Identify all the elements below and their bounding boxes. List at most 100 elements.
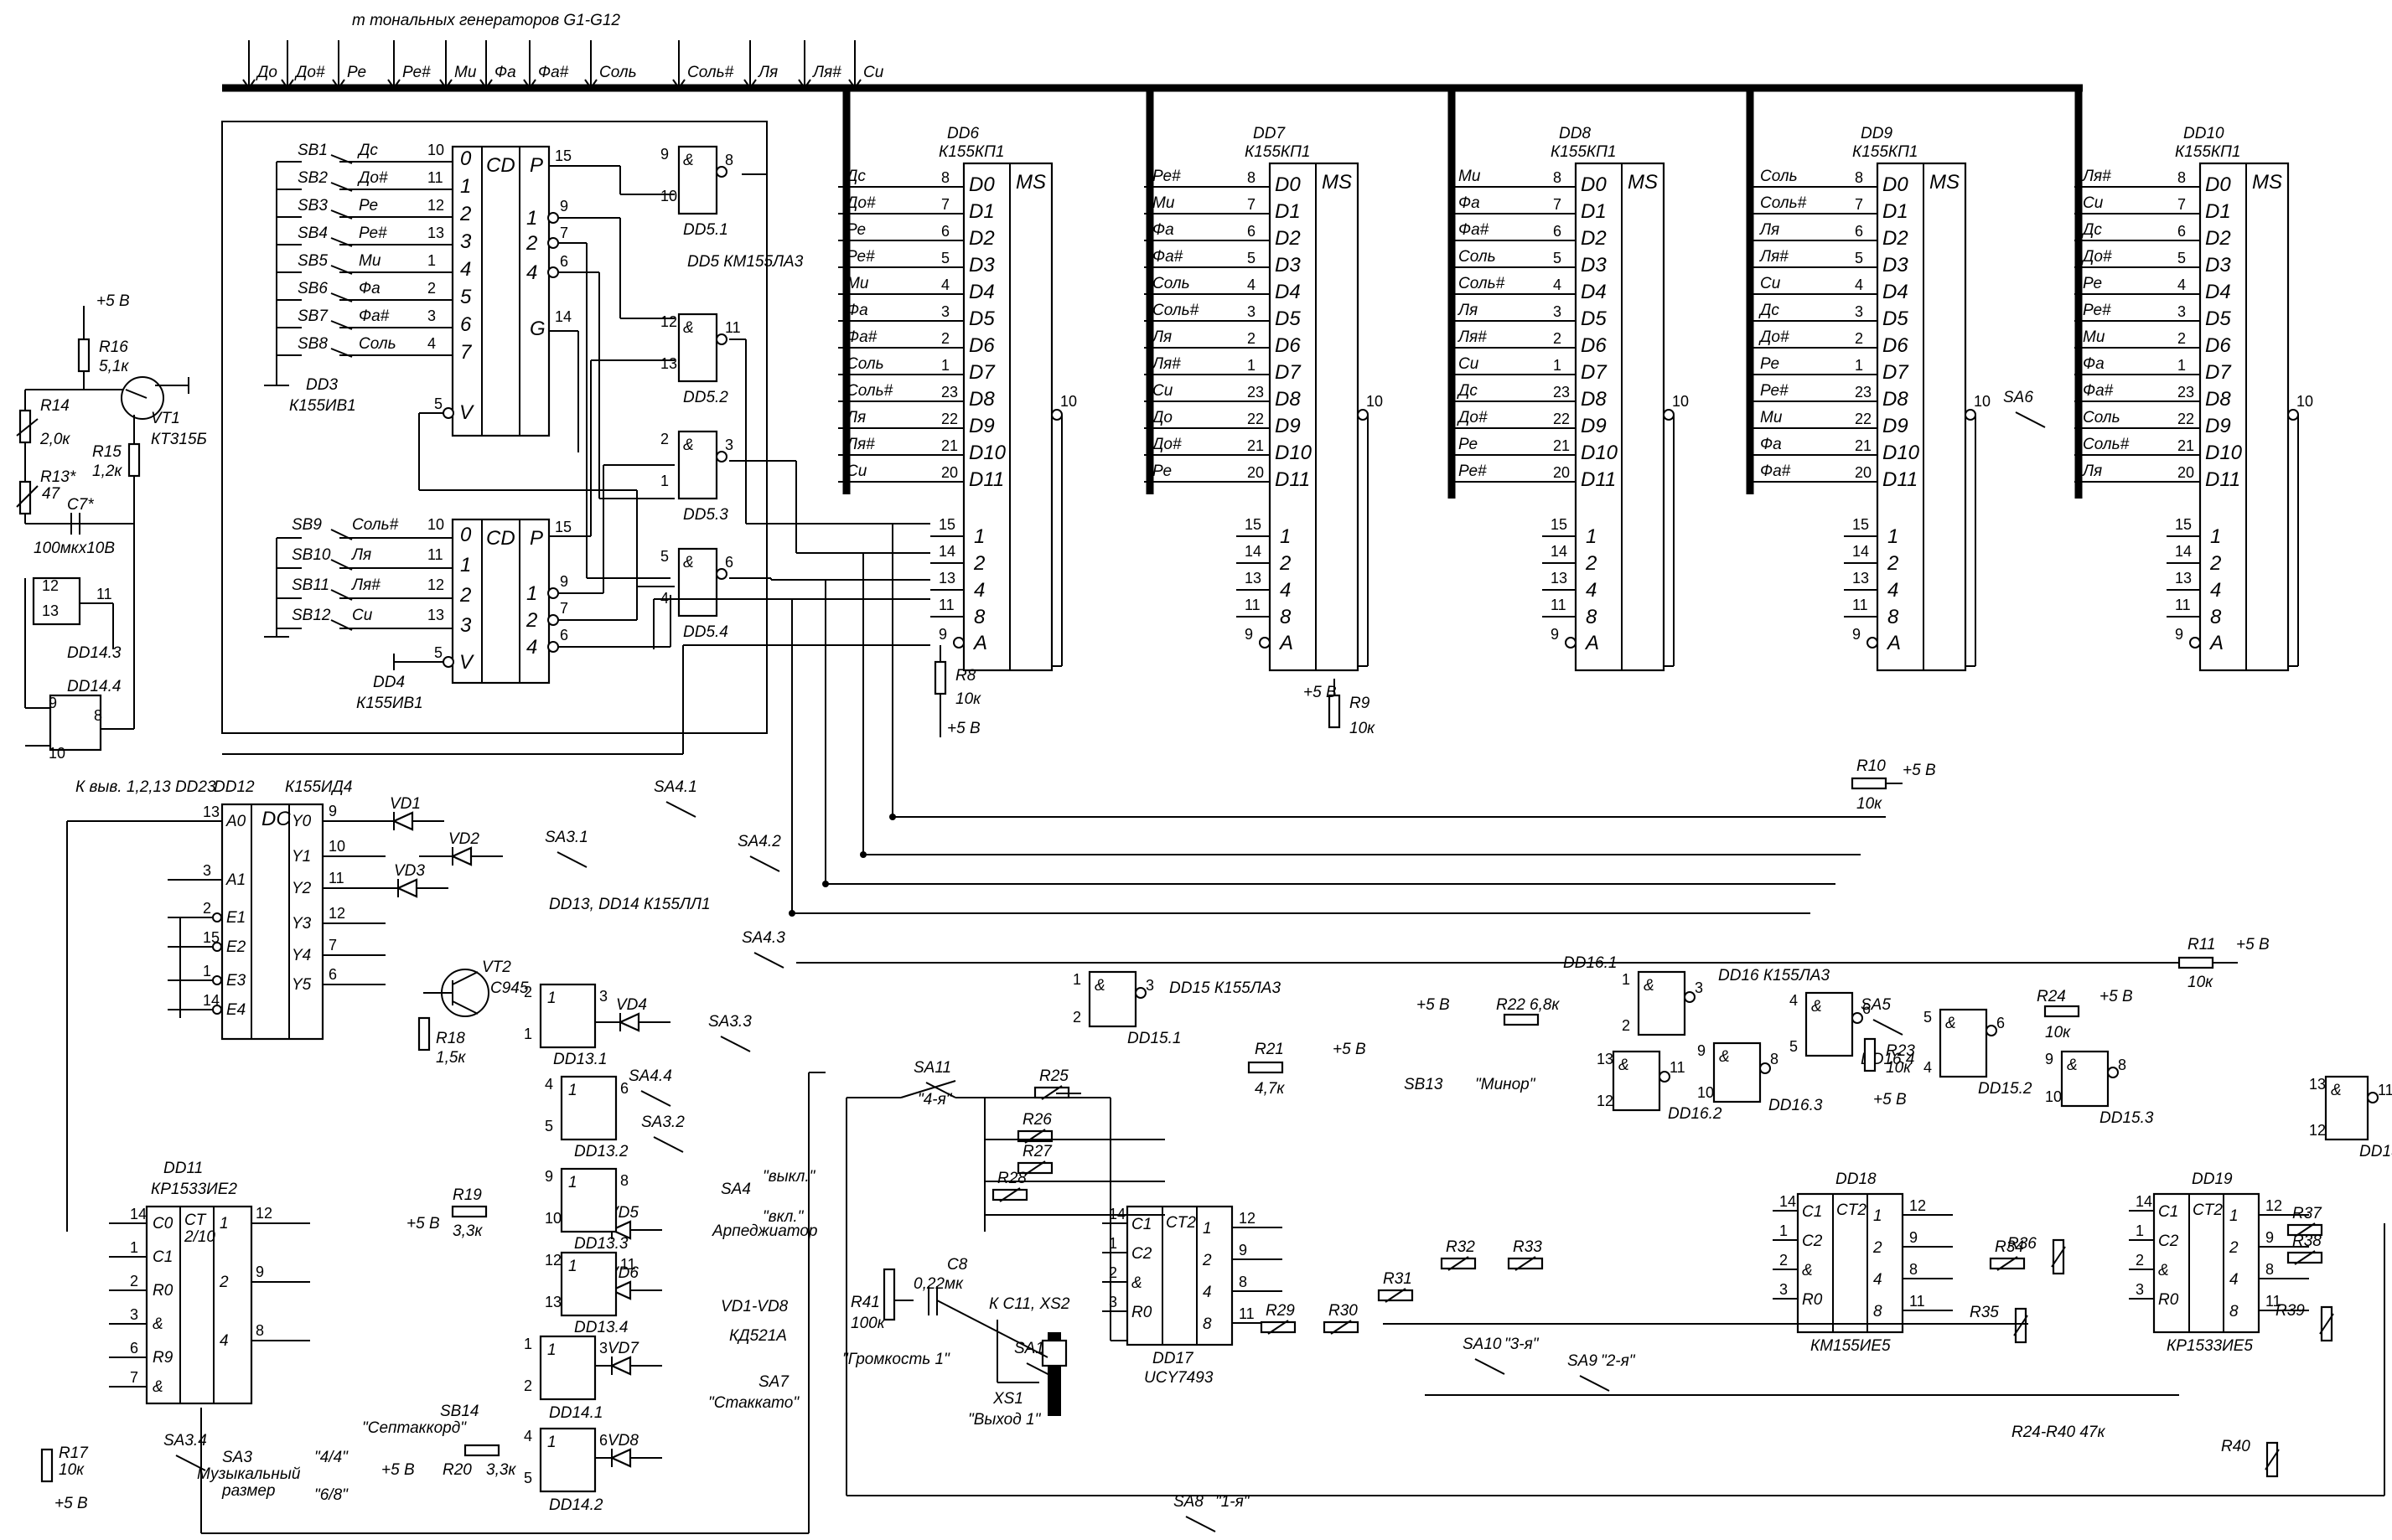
dd15-2-pin-o: 6 — [1996, 1015, 2005, 1031]
bus-note-9: Ля — [757, 64, 778, 81]
counter-DD18-rpin-1: 9 — [1909, 1229, 1918, 1246]
sa3-name: SA3 — [222, 1449, 252, 1466]
r19-name: R19 — [453, 1186, 482, 1204]
dd3-cd: CD — [486, 154, 515, 177]
counter-DD17-llabel-2: & — [1131, 1274, 1142, 1292]
mux-DD8-apin: 9 — [1551, 626, 1559, 643]
dd5-gate-4 — [677, 547, 718, 618]
dd4-pin-1: 11 — [427, 546, 443, 563]
svg-text:&: & — [1618, 1057, 1629, 1074]
mux-DD7-note-8: Си — [1152, 382, 1173, 400]
dd16-1-pin-b: 2 — [1622, 1017, 1630, 1034]
mux-DD7-name: DD7 — [1253, 125, 1286, 142]
bus-note-7: Соль — [599, 64, 637, 81]
mux-DD6-pin-10: 21 — [941, 437, 958, 454]
mux-DD10-pin-5: 3 — [2177, 303, 2186, 320]
mux-DD8-D1: D1 — [1581, 200, 1607, 223]
sa4-name: SA4 — [721, 1181, 751, 1198]
dd16-gate-3 — [1712, 1041, 1762, 1103]
mixer-resistors: R24-R40 47к "4-я" "3-я" "2-я" "1-я" R25R… — [918, 1067, 2334, 1511]
sa10-label: "3-я" — [1504, 1336, 1540, 1353]
mux-DD6-sel-1: 1 — [974, 525, 985, 548]
svg-text:1: 1 — [568, 1258, 577, 1275]
resistor-R31-name: R31 — [1383, 1270, 1412, 1288]
r17-name: R17 — [59, 1444, 89, 1462]
sa11-label: "4-я" — [918, 1091, 953, 1108]
dd15-3-pin-a: 9 — [2045, 1051, 2053, 1067]
dd13-gate-1 — [539, 983, 597, 1049]
bus-note-10: Ля# — [811, 64, 841, 81]
mux-DD6-note-3: Ре# — [847, 248, 875, 266]
dd12-rlabel-4: Y4 — [292, 947, 311, 964]
mux-DD9-note-11: Фа# — [1760, 463, 1791, 480]
mux-DD9-pin-0: 8 — [1855, 169, 1863, 186]
dd5-gate-4-pin-a: 5 — [660, 548, 669, 565]
dd16-gate-4 — [1804, 991, 1854, 1057]
dd12-name: DD12 — [214, 778, 255, 796]
dd12-llabel-3: E2 — [226, 938, 246, 956]
mux-DD9-D2: D2 — [1882, 227, 1908, 250]
xs1-name: XS1 — [992, 1390, 1023, 1408]
r10-name: R10 — [1856, 757, 1886, 775]
dd5-gate-4-name: DD5.4 — [683, 623, 728, 641]
dd11-lpin-4: 6 — [130, 1340, 138, 1357]
mux-DD8-note-6: Ля# — [1457, 328, 1487, 346]
mux-DD7-pin-5: 3 — [1247, 303, 1256, 320]
counter-DD17-lpin-1: 1 — [1109, 1235, 1117, 1252]
mux-DD10-sel-8: 8 — [2210, 606, 2222, 628]
mux-DD6-selpin-2: 13 — [939, 570, 955, 587]
mux-DD7-note-4: Соль — [1152, 275, 1190, 292]
dd14-2-pin-a: 4 — [524, 1428, 532, 1444]
dd13-2-pin-o: 6 — [620, 1080, 629, 1097]
resistor-R37-name: R37 — [2292, 1205, 2322, 1222]
dd5-gate-2-name: DD5.2 — [683, 389, 728, 406]
dd5-gate-3-pin-b: 1 — [660, 473, 669, 489]
svg-text:&: & — [1719, 1048, 1730, 1066]
dd14-1-pin-o: 3 — [599, 1340, 608, 1357]
mux-DD8-pin-6: 2 — [1553, 330, 1561, 347]
switch-labels: SA3 Музыкальный размер "4/4" "6/8" SA4 "… — [197, 1168, 818, 1504]
mux-DD8-D6: D6 — [1581, 334, 1607, 357]
counter-DD17-ct: CT2 — [1166, 1214, 1196, 1232]
dd11-type: КР1533ИЕ2 — [151, 1181, 237, 1198]
mux-DD6-pin-0: 8 — [941, 169, 950, 186]
dd11-lpin-1: 1 — [130, 1239, 138, 1256]
mux-DD6-note-10: Ля# — [845, 436, 875, 453]
mux-DD10-selpin-0: 15 — [2175, 516, 2192, 533]
mux-DD9-selpin-3: 11 — [1852, 597, 1868, 613]
dd12-rpin-0: 9 — [329, 803, 337, 819]
dd14-2-pin-b: 5 — [524, 1470, 532, 1486]
counter-DD19-rlabel-1: 2 — [2229, 1239, 2239, 1257]
dd15-1-name: DD15.1 — [1127, 1030, 1181, 1047]
mux-DD7-D10: D10 — [1275, 442, 1312, 464]
mux-DD9-pin-4: 4 — [1855, 276, 1863, 293]
resistor-R33-name: R33 — [1513, 1238, 1542, 1256]
counter-DD17-rlabel-1: 2 — [1202, 1252, 1212, 1269]
mux-DD6-pin-4: 4 — [941, 276, 950, 293]
dd3-pin-9: 9 — [560, 198, 568, 214]
dd12-lpin-1: 3 — [203, 862, 211, 879]
bottom-wiring — [200, 1072, 2385, 1534]
mux-DD6-pin-7: 1 — [941, 357, 950, 374]
sa7-name: SA7 — [759, 1373, 790, 1391]
dd4-note-2: Ля# — [350, 576, 381, 594]
mux-DD8-pin-10: 21 — [1553, 437, 1570, 454]
diode-VD2 — [450, 846, 473, 866]
mux-DD9-D8: D8 — [1882, 388, 1908, 411]
counter-DD17-rlabel-3: 8 — [1203, 1315, 1212, 1333]
dd4-note-1: Ля — [350, 546, 371, 564]
mux-DD9-note-8: Ре# — [1760, 382, 1789, 400]
mux-DD6-apin: 9 — [939, 626, 947, 643]
dd4-idx-2: 2 — [459, 584, 471, 607]
mux-DD10-type: К155КП1 — [2175, 143, 2240, 161]
dd12-rlabel-2: Y2 — [292, 880, 312, 897]
vt1-type: КТ315Б — [151, 431, 207, 448]
mux-DD9-note-3: Ля# — [1758, 248, 1789, 266]
dd14-3-pin-11: 11 — [96, 586, 112, 602]
dd4-oidx-2: 2 — [526, 609, 537, 632]
r20-vcc: +5 В — [381, 1461, 415, 1479]
resistor-R26-name: R26 — [1023, 1111, 1052, 1129]
switch-SA3.2: SA3.2 — [641, 1114, 685, 1131]
r22-name: R22 — [1496, 996, 1525, 1014]
